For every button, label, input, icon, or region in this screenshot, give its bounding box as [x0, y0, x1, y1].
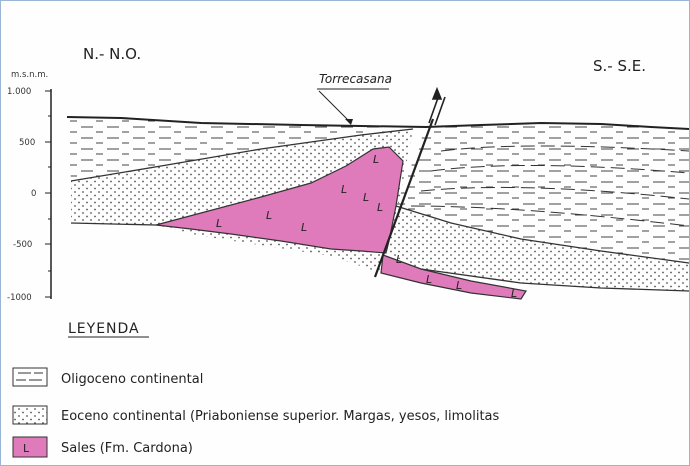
fault-arrow-icon [429, 89, 445, 125]
legend-swatch-salt [13, 437, 47, 457]
salt-symbol: L [511, 287, 517, 300]
tick-500: 500 [19, 138, 35, 148]
salt-symbol: L [396, 253, 402, 266]
legend-salt-symbol: L [23, 442, 30, 455]
legend-label-oligocene: Oligoceno continental [61, 372, 203, 387]
salt-symbol: L [341, 183, 347, 196]
locality-pointer-icon [345, 119, 353, 125]
legend-label-eocene: Eoceno continental (Priaboniense superio… [61, 409, 500, 424]
salt-symbol: L [377, 201, 383, 214]
legend: LEYENDA Oligoceno continental Eoceno con… [13, 321, 500, 457]
salt-symbol: L [363, 191, 369, 204]
legend-swatch-eocene [13, 406, 47, 424]
locality-label: Torrecasana [319, 72, 392, 86]
tick-1000: 1.000 [7, 87, 31, 97]
salt-symbol: L [266, 209, 272, 222]
tick-0: 0 [31, 189, 36, 199]
salt-symbol: L [216, 217, 222, 230]
tick-minus-500: -500 [13, 240, 32, 250]
left-direction-label: N.- N.O. [83, 45, 141, 63]
axis-ticks: 1.000 500 0 -500 -1000 [7, 87, 51, 303]
legend-label-salt: Sales (Fm. Cardona) [61, 441, 193, 456]
salt-symbol: L [301, 221, 307, 234]
salt-symbol: L [373, 153, 379, 166]
axis-unit-label: m.s.n.m. [11, 70, 48, 80]
tick-minus-1000: -1000 [7, 293, 32, 303]
legend-title: LEYENDA [68, 321, 140, 337]
salt-symbol: L [426, 273, 432, 286]
legend-swatch-oligocene [13, 368, 47, 386]
locality-leader-line [319, 91, 351, 123]
salt-symbol: L [456, 279, 462, 292]
right-direction-label: S.- S.E. [593, 57, 646, 75]
